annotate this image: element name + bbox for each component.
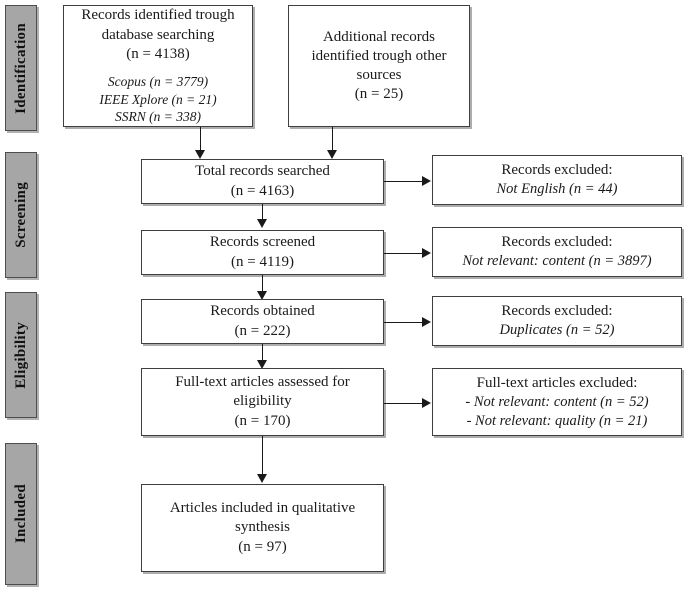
arrowhead-database-search-to-total xyxy=(195,150,205,159)
box-records-screened-line2: (n = 4119) xyxy=(231,253,294,270)
box-other-sources-line4: (n = 25) xyxy=(354,86,404,103)
box-excluded-duplicates: Records excluded: Duplicates (n = 52) xyxy=(432,296,682,346)
box-included-synthesis-line1: Articles included in qualitative xyxy=(169,500,356,517)
box-other-sources: Additional records identified trough oth… xyxy=(288,5,470,127)
box-records-screened-line1: Records screened xyxy=(209,234,316,251)
box-excluded-not-english-line2: Not English (n = 44) xyxy=(496,181,618,198)
phase-label-included-text: Included xyxy=(12,484,29,544)
box-database-search-line3: (n = 4138) xyxy=(126,45,190,62)
source-ssrn: SSRN (n = 338) xyxy=(115,109,201,125)
box-fulltext-assessed-line3: (n = 170) xyxy=(234,412,291,429)
phase-label-included: Included xyxy=(5,443,37,585)
box-fulltext-excluded-line1: Full-text articles excluded: xyxy=(476,374,638,391)
box-total-records-line1: Total records searched xyxy=(195,163,330,180)
arrowhead-fulltext-to-included xyxy=(257,474,267,483)
box-fulltext-excluded-line2: - Not relevant: content (n = 52) xyxy=(465,394,649,411)
arrowhead-fulltext-to-excluded xyxy=(422,398,431,408)
arrowhead-other-sources-to-total xyxy=(327,150,337,159)
box-records-screened: Records screened (n = 4119) xyxy=(141,230,384,275)
box-database-search-sources: Scopus (n = 3779) IEEE Xplore (n = 21) S… xyxy=(99,73,216,126)
arrowhead-screened-to-obtained xyxy=(257,291,267,300)
box-other-sources-line3: sources xyxy=(356,67,402,83)
arrowhead-obtained-to-fulltext xyxy=(257,360,267,369)
phase-label-eligibility: Eligibility xyxy=(5,292,37,418)
box-total-records-line2: (n = 4163) xyxy=(230,182,295,199)
arrowhead-obtained-to-duplicates xyxy=(422,317,431,327)
connector-obtained-to-fulltext xyxy=(262,344,263,362)
connector-screened-to-obtained xyxy=(262,275,263,293)
box-total-records: Total records searched (n = 4163) xyxy=(141,159,384,204)
box-records-obtained-line1: Records obtained xyxy=(210,303,315,320)
source-ieee-xplore: IEEE Xplore (n = 21) xyxy=(99,91,217,107)
connector-total-to-screened xyxy=(262,204,263,221)
source-scopus: Scopus (n = 3779) xyxy=(107,73,209,89)
box-excluded-not-relevant-content-line1: Records excluded: xyxy=(501,234,613,251)
box-database-search-line1: Records identified trough xyxy=(81,7,235,24)
connector-fulltext-to-excluded xyxy=(384,403,423,404)
connector-total-to-not-english xyxy=(384,181,423,182)
arrowhead-screened-to-not-relevant xyxy=(422,248,431,258)
box-records-obtained-line2: (n = 222) xyxy=(234,322,291,339)
box-excluded-not-english-line1: Records excluded: xyxy=(501,162,613,179)
box-database-search-line2: database searching xyxy=(101,26,215,43)
box-included-synthesis: Articles included in qualitative synthes… xyxy=(141,484,384,572)
box-fulltext-assessed: Full-text articles assessed for eligibil… xyxy=(141,368,384,436)
connector-fulltext-to-included xyxy=(262,436,263,477)
box-other-sources-line1: Additional records xyxy=(322,28,436,45)
connector-screened-to-not-relevant xyxy=(384,253,423,254)
box-records-obtained: Records obtained (n = 222) xyxy=(141,299,384,344)
connector-database-search-to-total xyxy=(200,127,201,153)
box-included-synthesis-line3: (n = 97) xyxy=(238,538,287,555)
box-excluded-not-relevant-content-line2: Not relevant: content (n = 3897) xyxy=(462,253,652,270)
arrowhead-total-to-screened xyxy=(257,219,267,228)
box-excluded-duplicates-line2: Duplicates (n = 52) xyxy=(499,322,615,339)
phase-label-eligibility-text: Eligibility xyxy=(12,321,29,389)
connector-other-sources-to-total xyxy=(332,127,333,153)
box-excluded-not-relevant-content: Records excluded: Not relevant: content … xyxy=(432,227,682,277)
arrowhead-total-to-not-english xyxy=(422,176,431,186)
phase-label-screening-text: Screening xyxy=(12,182,29,248)
box-excluded-not-english: Records excluded: Not English (n = 44) xyxy=(432,155,682,205)
box-included-synthesis-line2: synthesis xyxy=(234,519,290,536)
box-excluded-duplicates-line1: Records excluded: xyxy=(501,303,613,320)
box-fulltext-excluded-line3: - Not relevant: quality (n = 21) xyxy=(466,412,648,429)
box-other-sources-line2: identified trough other xyxy=(311,47,447,64)
connector-obtained-to-duplicates xyxy=(384,322,423,323)
box-fulltext-assessed-line2: eligibility xyxy=(233,393,292,410)
phase-label-identification: Identification xyxy=(5,5,37,131)
phase-label-identification-text: Identification xyxy=(12,22,29,114)
box-fulltext-assessed-line1: Full-text articles assessed for xyxy=(175,374,350,391)
box-database-search: Records identified trough database searc… xyxy=(63,5,253,127)
box-fulltext-excluded: Full-text articles excluded: - Not relev… xyxy=(432,368,682,436)
phase-label-screening: Screening xyxy=(5,152,37,278)
